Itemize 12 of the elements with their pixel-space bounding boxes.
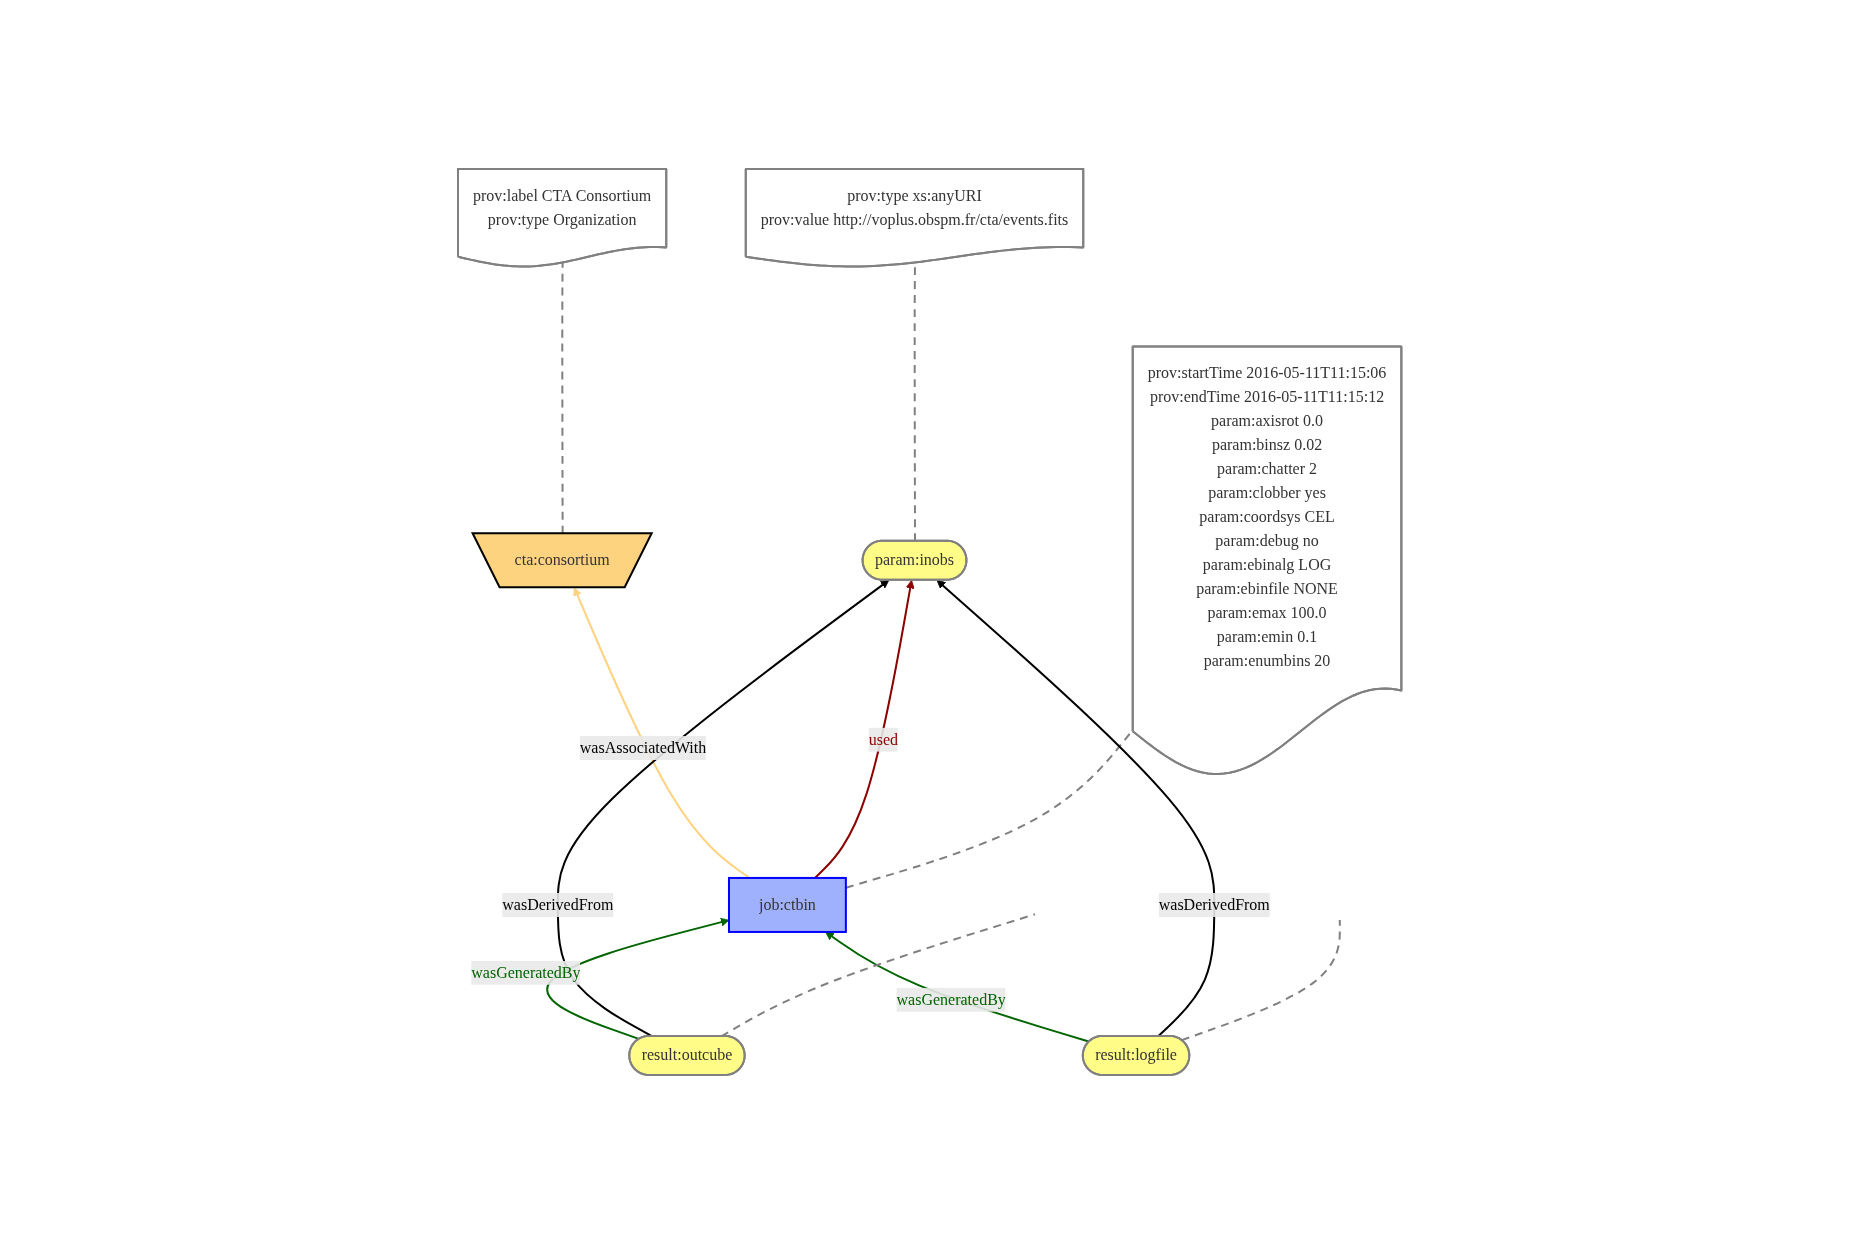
edge-label: wasDerivedFrom: [1158, 895, 1270, 913]
arrow: [573, 587, 751, 879]
arrow: [813, 579, 915, 879]
node-box: job:ctbin: [727, 876, 847, 933]
connector: [1180, 918, 1341, 1042]
edge-label: wasDerivedFrom: [502, 895, 614, 913]
connector: [720, 913, 1036, 1038]
edge-label: wasGeneratedBy: [471, 963, 581, 981]
edge-label: wasGeneratedBy: [896, 990, 1006, 1008]
arrow: [556, 579, 890, 1038]
edge-label: used: [868, 730, 898, 748]
edge-label: wasAssociatedWith: [579, 739, 707, 757]
